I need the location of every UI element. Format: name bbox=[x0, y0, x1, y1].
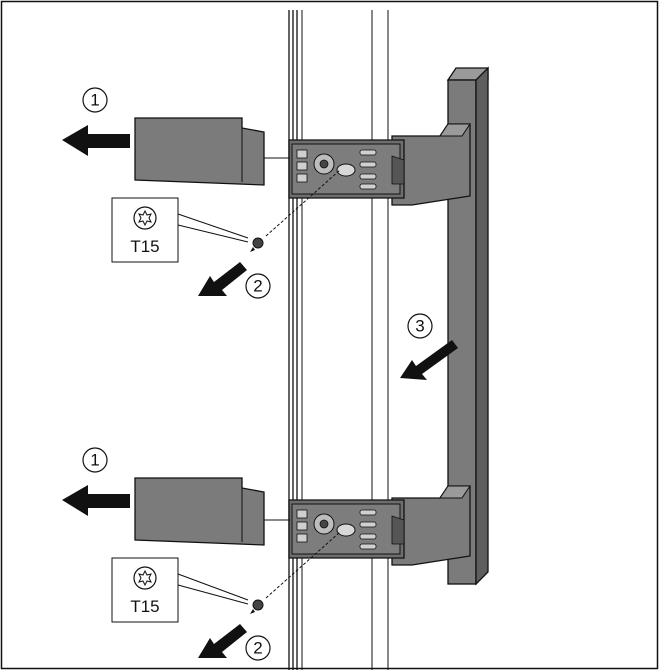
step-badge-1-bottom bbox=[82, 447, 108, 473]
lower-remove-arrow-icon bbox=[62, 485, 130, 516]
lower-tool-label: T15 bbox=[130, 597, 159, 616]
upper-handle-mount bbox=[288, 123, 471, 206]
lower-screw-arrow-icon bbox=[198, 624, 247, 658]
lower-tool-callout bbox=[111, 557, 249, 623]
upper-tool-label: T15 bbox=[130, 237, 159, 256]
step-badge-3 bbox=[407, 313, 433, 339]
step-number-2-bottom: 2 bbox=[253, 639, 262, 658]
upper-remove-arrow-icon bbox=[62, 125, 130, 156]
lower-handle-mount bbox=[288, 485, 471, 566]
door-frame bbox=[288, 10, 389, 670]
lower-cover-cap bbox=[134, 477, 290, 546]
step-badge-1-top bbox=[82, 87, 108, 113]
step-badge-2-bottom bbox=[245, 635, 271, 661]
lower-screw-icon bbox=[250, 531, 341, 614]
handle-remove-arrow-icon bbox=[400, 340, 458, 380]
step-number-1-top: 1 bbox=[90, 91, 99, 110]
upper-tool-callout bbox=[111, 197, 249, 263]
torx-screwdriver-icon bbox=[133, 206, 157, 230]
step-number-2-top: 2 bbox=[253, 277, 262, 296]
torx-screwdriver-icon bbox=[133, 566, 157, 590]
upper-screw-icon bbox=[250, 169, 341, 252]
upper-screw-arrow-icon bbox=[198, 262, 247, 296]
step-badge-2-top bbox=[245, 273, 271, 299]
upper-cover-cap bbox=[134, 117, 290, 186]
step-number-1-bottom: 1 bbox=[90, 451, 99, 470]
step-number-3: 3 bbox=[415, 317, 424, 336]
